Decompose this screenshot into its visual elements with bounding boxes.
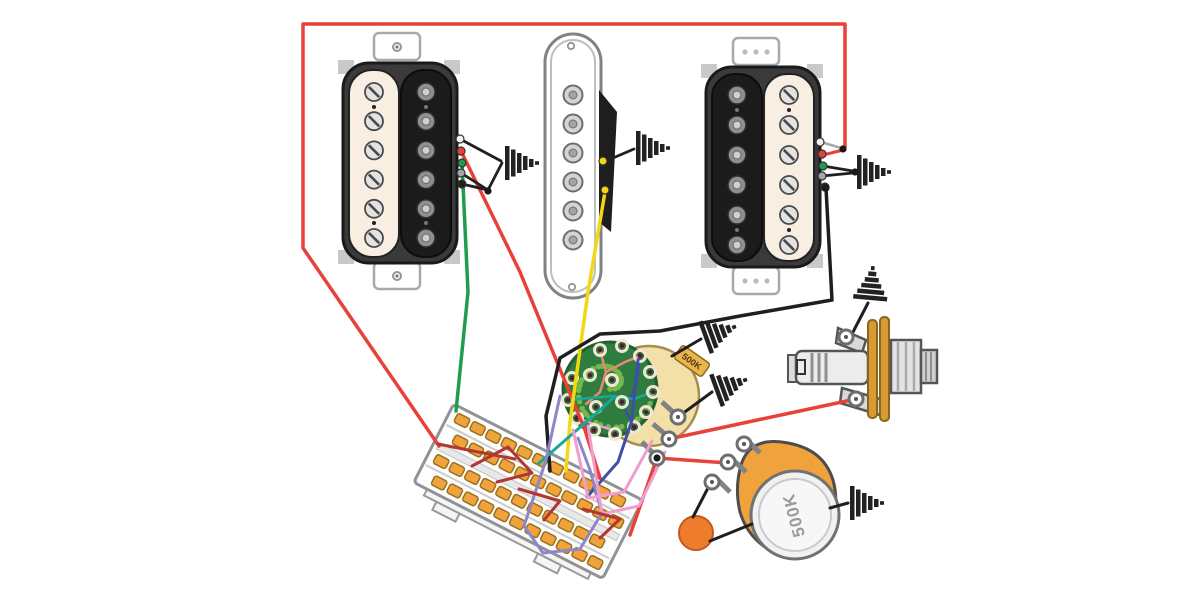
wire-jack-gnd bbox=[850, 301, 870, 336]
pickup-lead-dot bbox=[456, 146, 466, 156]
wire-switch-pink-1 bbox=[571, 428, 654, 500]
bridge-humbucker-pickup bbox=[701, 36, 823, 296]
pickup-lead-dot bbox=[817, 171, 827, 181]
wire-switch-jumper-4 bbox=[581, 507, 622, 540]
pickup-lead-dot bbox=[457, 158, 467, 168]
solder-joint-dot bbox=[822, 184, 830, 192]
pickup-lead-dot bbox=[818, 161, 828, 171]
wire-cap-lead-1 bbox=[691, 484, 711, 519]
output-jack bbox=[787, 316, 939, 422]
solder-joint-dot bbox=[653, 454, 661, 462]
black-slug-coil bbox=[711, 73, 763, 262]
wire-switch-teal bbox=[536, 395, 616, 466]
ground-symbol-1 bbox=[505, 146, 539, 180]
wire-neck-gnd-stem-4 bbox=[486, 161, 504, 192]
slug-poles bbox=[727, 85, 747, 255]
wire-bridge-gnd-stem-2 bbox=[820, 171, 855, 178]
switch-solder-lugs bbox=[430, 413, 627, 570]
wire-vol-case-gnd bbox=[670, 337, 703, 358]
ground-symbol-7 bbox=[850, 486, 884, 520]
pickup-lead-dot bbox=[455, 134, 465, 144]
wire-bridge-gnd-stem-1 bbox=[821, 164, 855, 173]
pickup-lead-dot bbox=[598, 156, 608, 166]
wire-vol-to-jack-red bbox=[667, 397, 858, 441]
wire-vol-to-tone-red bbox=[655, 456, 730, 465]
pickup-lead-dot bbox=[817, 149, 827, 159]
ground-symbol-2 bbox=[636, 131, 670, 165]
solder-joint-dot bbox=[484, 187, 492, 195]
solder-dots bbox=[455, 134, 859, 462]
jack-barrel bbox=[794, 349, 870, 386]
solder-joint-dot bbox=[839, 145, 847, 153]
pole-pieces bbox=[562, 84, 584, 251]
wire-middle-gnd-stem bbox=[604, 147, 636, 163]
wire-neck-green bbox=[454, 161, 470, 413]
jack-washer bbox=[867, 319, 878, 419]
screw-poles bbox=[364, 82, 384, 248]
wire-switch-jumper-3 bbox=[517, 487, 562, 522]
pickup-lead-dot bbox=[600, 185, 610, 195]
pickup-lead-dot bbox=[456, 168, 466, 178]
wire-neck-gnd-stem-2 bbox=[459, 171, 490, 192]
middle-single-coil-pickup bbox=[543, 32, 617, 300]
wire-middle-yellow bbox=[564, 190, 607, 473]
pickup-lead-dot bbox=[815, 137, 825, 147]
black-slug-coil bbox=[400, 69, 452, 258]
wire-switch-blue bbox=[585, 358, 640, 499]
jack-washer bbox=[879, 316, 890, 422]
pickup-lead-dot bbox=[457, 179, 467, 189]
neck-humbucker-pickup bbox=[338, 31, 460, 291]
wire-cap-lead-2 bbox=[708, 522, 754, 543]
solder-joint-dot bbox=[851, 168, 859, 176]
tone-capacitor bbox=[678, 515, 714, 551]
cream-screw-coil bbox=[763, 73, 815, 262]
solder-lug-rings bbox=[648, 328, 865, 491]
ground-symbol-6 bbox=[709, 363, 753, 407]
slug-poles bbox=[416, 82, 436, 248]
screw-poles bbox=[779, 85, 799, 255]
pot-value-tag: 500K bbox=[673, 345, 711, 377]
cream-screw-coil bbox=[348, 69, 400, 258]
wire-switch-jumper-2 bbox=[470, 445, 534, 484]
wire-switch-pink-2 bbox=[586, 424, 667, 516]
ground-symbol-4 bbox=[853, 264, 890, 302]
jack-thread bbox=[919, 348, 939, 385]
wire-bridge-black bbox=[544, 186, 834, 473]
wire-switch-lavender bbox=[522, 394, 604, 555]
wire-neck-gnd-stem-1 bbox=[458, 137, 503, 163]
ground-symbol-3 bbox=[857, 155, 891, 189]
wire-switch-jumper-1 bbox=[436, 442, 517, 461]
wire-tone-case-gnd bbox=[828, 501, 850, 510]
